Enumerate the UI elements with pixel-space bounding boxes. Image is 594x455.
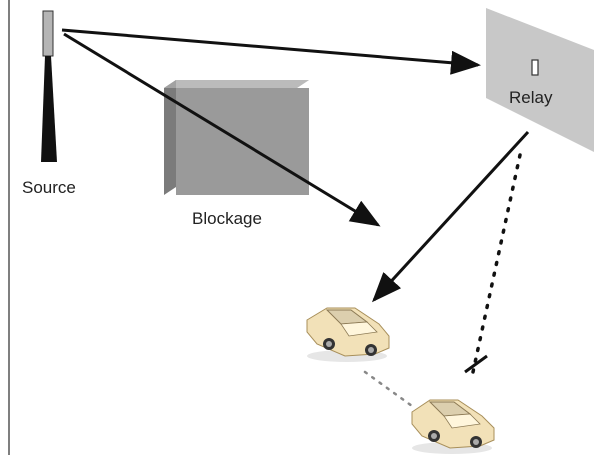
source-label: Source	[22, 178, 76, 197]
source-to-blocked-area-arrow	[63, 32, 381, 227]
car-to-car-dotted	[363, 370, 414, 408]
blocked-link-mark	[464, 354, 488, 374]
relay-to-car-arrow	[371, 130, 530, 303]
blockage-label: Blockage	[192, 209, 262, 228]
relay-to-far-car-dotted	[471, 153, 522, 374]
source-antenna-icon	[41, 10, 57, 162]
relay-label: Relay	[509, 88, 553, 107]
near-car-icon	[306, 307, 390, 362]
far-car-icon	[411, 399, 495, 454]
source-to-relay-arrow	[61, 28, 481, 75]
relay-panel-icon	[486, 8, 594, 152]
